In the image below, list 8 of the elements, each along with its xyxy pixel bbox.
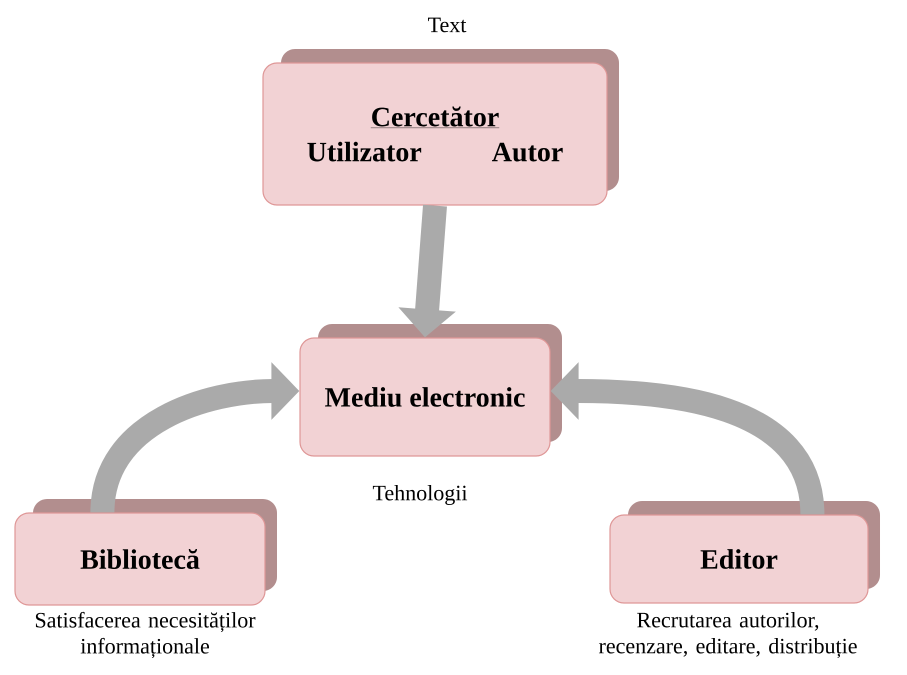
- caption-text: Satisfacerea necesităților informaționale: [36, 612, 256, 658]
- caption-text: Tehnologii: [372, 485, 468, 505]
- caption-text: Recrutarea autorilor, recenzare, editare, distribuție: [598, 612, 857, 658]
- rounded-box: Mediu electronic: [299, 324, 562, 457]
- rounded-box: Bibliotecă: [14, 499, 277, 606]
- rounded-box: Editor: [609, 501, 880, 604]
- rounded-box: Cercetător Utilizator Autor: [262, 49, 619, 206]
- caption-text: Text: [428, 18, 466, 32]
